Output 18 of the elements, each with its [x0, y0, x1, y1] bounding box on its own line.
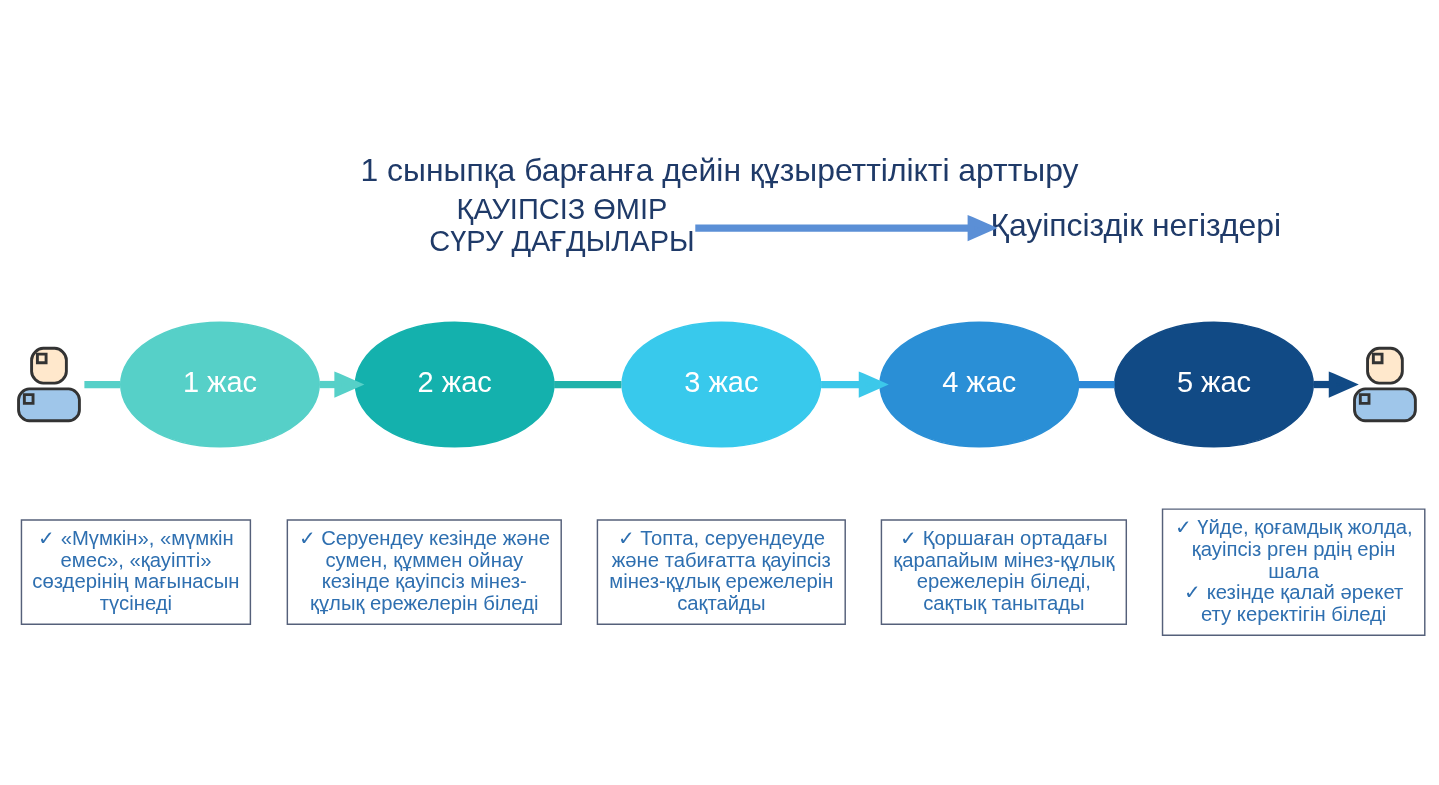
arrow	[1313, 371, 1359, 398]
arrow	[319, 371, 365, 398]
node-text: Қауіпсіздік негіздері	[990, 207, 1282, 244]
node-box: ✓ Үйде, қоғамдық жолда, қауіпсіз рген рдің ерін шала ✓ кезінде қалай әрекет ету керектігін біледі	[1161, 508, 1426, 636]
connector	[554, 380, 622, 389]
node-box: ✓ «Мүмкін», «мүмкін емес», «қауіпті» сөздерінің мағынасын түсінеді	[20, 519, 252, 626]
node-text: ҚАУІПСІЗ ӨМІР СҮРУ ДАҒДЫЛАРЫ	[429, 193, 695, 258]
arrow	[821, 371, 889, 398]
node-ellipse: 4 жас	[879, 321, 1080, 448]
diagram-title: 1 сыныпқа барғанға дейін құзыреттілікті арттыру	[360, 152, 1079, 189]
node-box: ✓ Топта, серуендеуде және табиғатта қауіпсіз мінез-құлық ережелерін сақтайды	[596, 519, 846, 626]
node-ellipse: 3 жас	[621, 321, 822, 448]
node-box: ✓ Қоршаған ортадағы қарапайым мінез-құлық ережелерін біледі, сақтық танытады	[880, 519, 1128, 626]
node-box: ✓ Серуендеу кезінде және сумен, құммен ойнау кезінде қауіпсіз мінез-құлық ережелерін біледі	[286, 519, 562, 626]
node-ellipse: 5 жас	[1114, 321, 1314, 448]
connector	[1078, 380, 1115, 389]
node-ellipse: 1 жас	[120, 321, 320, 448]
node-ellipse: 2 жас	[354, 321, 555, 448]
